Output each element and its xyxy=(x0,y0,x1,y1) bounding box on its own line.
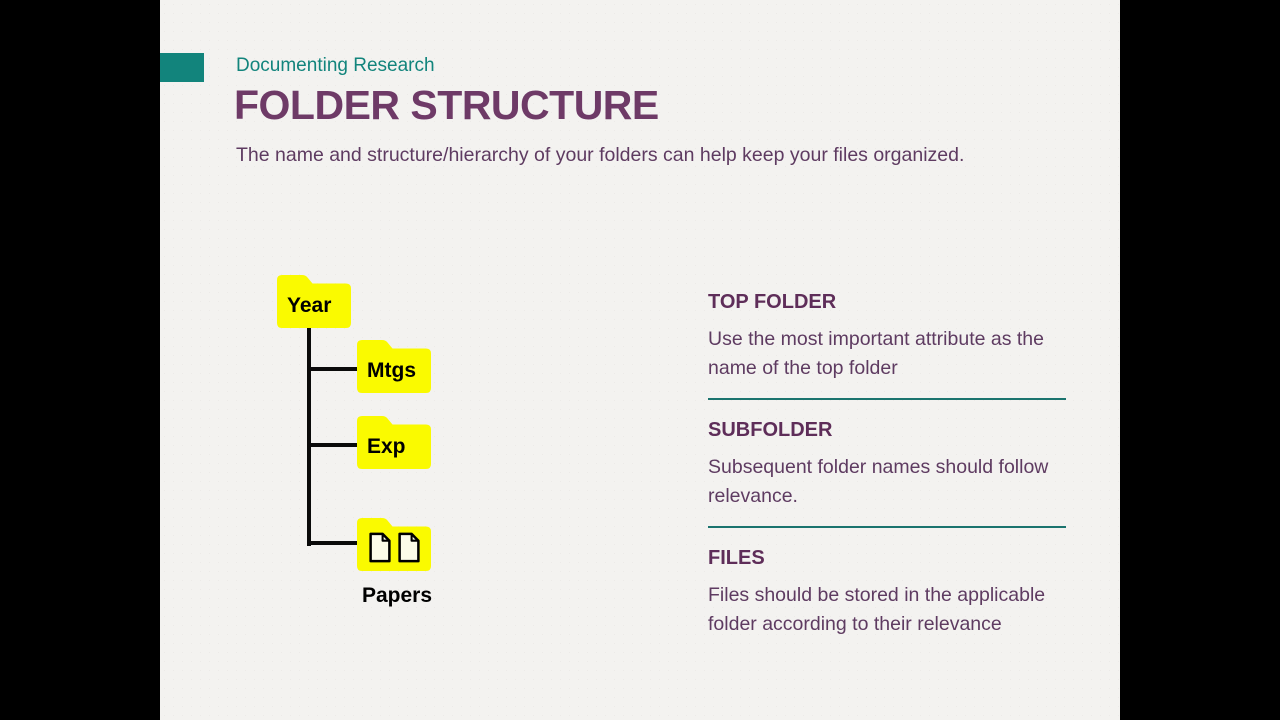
letterbox-left xyxy=(0,0,160,720)
folder-icon xyxy=(277,275,351,328)
folder-label: Year xyxy=(287,294,332,317)
folder-year: Year xyxy=(277,275,351,328)
section-divider xyxy=(708,398,1066,400)
page-title: FOLDER STRUCTURE xyxy=(234,82,659,128)
file-icons-group xyxy=(357,531,431,571)
tree-connector-branch-1 xyxy=(307,367,358,371)
folder-papers xyxy=(357,518,431,571)
section-body-files: Files should be stored in the applicable… xyxy=(708,584,1046,635)
tree-connector-branch-3 xyxy=(307,541,358,545)
info-sections: TOP FOLDER Use the most important attrib… xyxy=(708,291,1068,638)
folder-mtgs: Mtgs xyxy=(357,340,431,393)
section-body-top-folder: Use the most important attribute as the … xyxy=(708,328,1044,379)
papers-caption: Papers xyxy=(361,584,433,607)
folder-icon xyxy=(357,340,431,393)
folder-label: Mtgs xyxy=(367,359,416,382)
tree-connector-vertical xyxy=(307,328,311,546)
slide-canvas: Documenting Research FOLDER STRUCTURE Th… xyxy=(160,0,1120,720)
file-icon xyxy=(368,532,391,563)
section-heading-subfolder: SUBFOLDER xyxy=(708,419,833,441)
section-body-subfolder: Subsequent folder names should follow re… xyxy=(708,456,1049,507)
section-heading-files: FILES xyxy=(708,547,765,569)
accent-square xyxy=(160,53,204,82)
folder-exp: Exp xyxy=(357,416,431,469)
section-divider xyxy=(708,526,1066,528)
tree-connector-branch-2 xyxy=(307,443,358,447)
folder-tree-diagram: Year Mtgs Exp xyxy=(160,0,1120,720)
file-icon xyxy=(397,532,420,563)
subtitle: The name and structure/hierarchy of your… xyxy=(236,144,965,166)
eyebrow-label: Documenting Research xyxy=(236,55,435,76)
folder-label: Exp xyxy=(367,435,406,458)
section-heading-top-folder: TOP FOLDER xyxy=(708,291,837,313)
folder-icon xyxy=(357,416,431,469)
letterbox-right xyxy=(1120,0,1280,720)
